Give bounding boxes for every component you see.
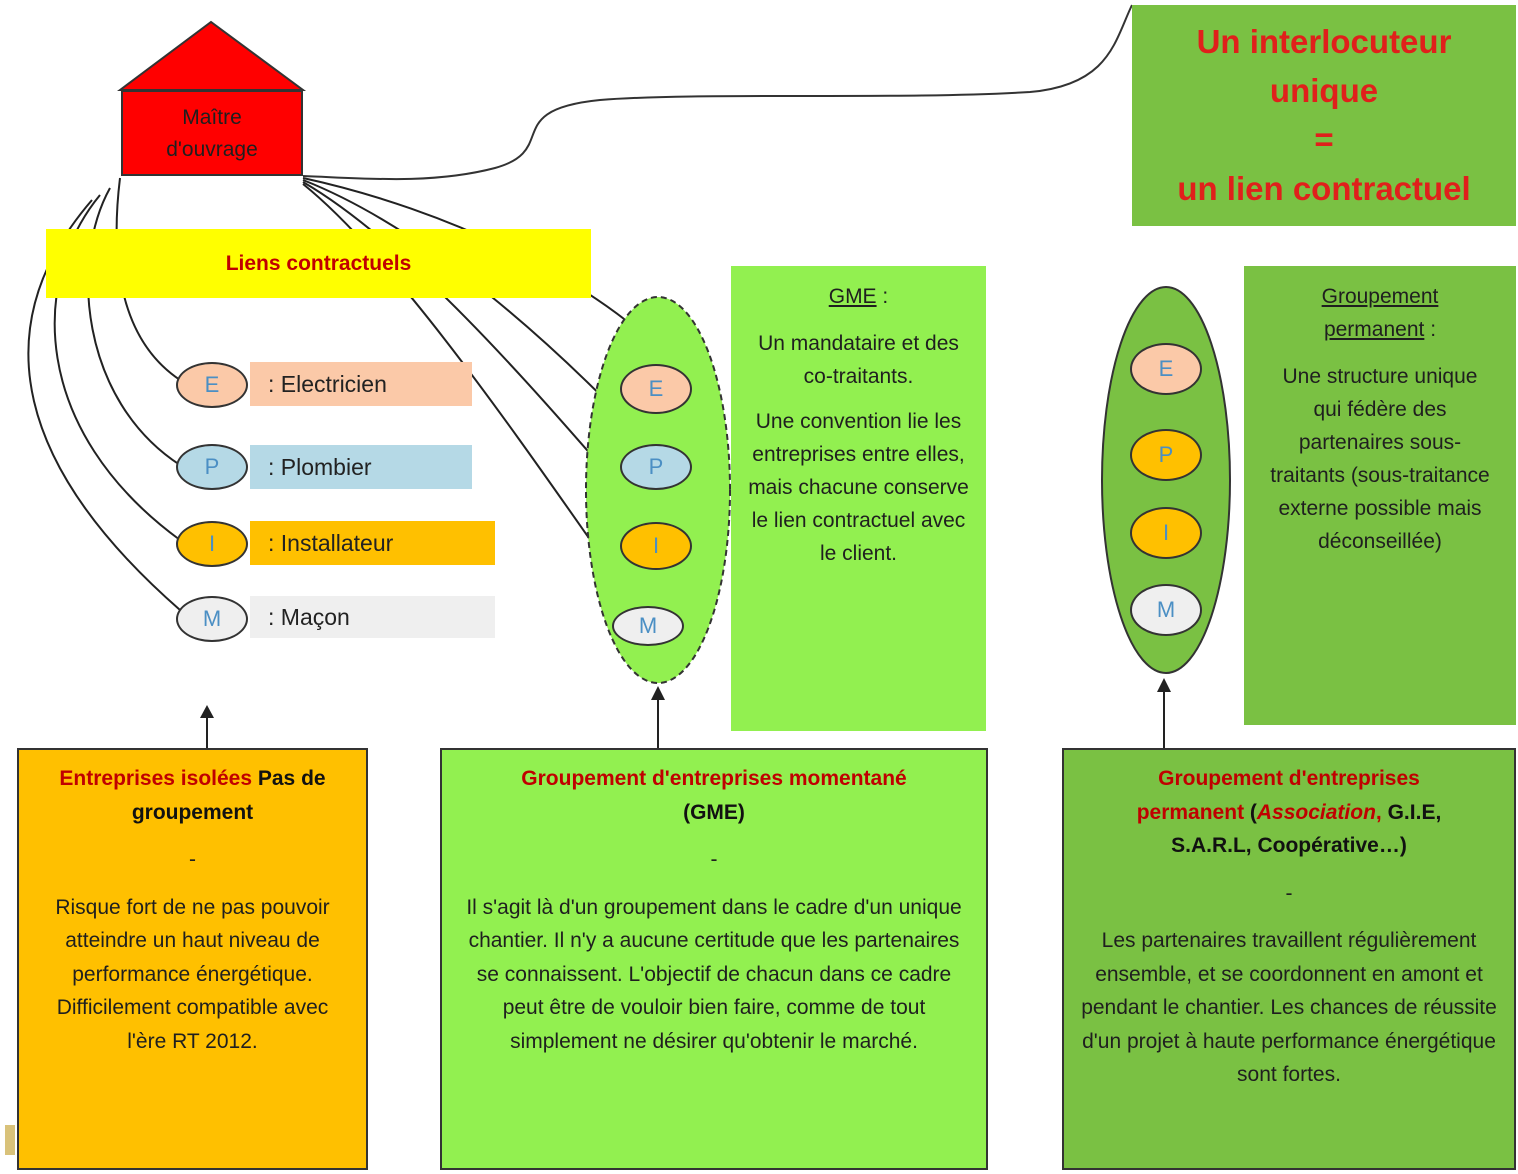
box-mid-dash: - xyxy=(710,848,718,871)
perm-bubble-i: I xyxy=(1130,507,1202,559)
box-right-title: Groupement d'entreprises permanent (Asso… xyxy=(1136,767,1442,857)
house-label-line1: Maître xyxy=(182,106,242,129)
single-link-curve xyxy=(302,4,1133,181)
perm-note-box: Groupement permanent : Une structure uni… xyxy=(1244,266,1516,725)
trade-plombier: : Plombier xyxy=(250,445,472,489)
bubble-p: P xyxy=(176,444,248,490)
gme-bubble-m: M xyxy=(612,606,684,646)
arrow-mid-head xyxy=(651,686,665,700)
interlocutor-line4: un lien contractuel xyxy=(1177,170,1471,207)
box-mid-title-black: (GME) xyxy=(683,800,745,824)
box-left-title: Entreprises isolées Pas de groupement xyxy=(59,767,326,824)
gme-bubble-p: P xyxy=(620,444,692,490)
gme-box: Groupement d'entreprises momentané (GME)… xyxy=(440,748,988,1170)
trade-installateur: : Installateur xyxy=(250,521,495,565)
gme-bubble-i: I xyxy=(620,522,692,570)
arrow-right-head xyxy=(1157,678,1171,692)
box-mid-title-red: Groupement d'entreprises momentané xyxy=(521,767,907,790)
gme-note-p1: Un mandataire et des co-traitants. xyxy=(758,332,959,388)
perm-bubble-e: E xyxy=(1130,343,1202,395)
bubble-i: I xyxy=(176,521,248,567)
gme-note-p2: Une convention lie les entreprises entre… xyxy=(748,410,969,565)
interlocutor-line1: Un interlocuteur xyxy=(1196,23,1452,60)
interlocutor-line2: unique xyxy=(1269,72,1379,109)
liens-label: Liens contractuels xyxy=(225,251,412,275)
single-interlocutor-box: Un interlocuteur unique = un lien contra… xyxy=(1132,5,1516,226)
house-label-line2: d'ouvrage xyxy=(166,138,258,161)
arrow-left-head xyxy=(200,705,214,718)
bubble-m: M xyxy=(176,596,248,642)
box-left-dash: - xyxy=(189,848,196,871)
gme-note-title-text: GME xyxy=(828,285,877,308)
interlocutor-line3: = xyxy=(1314,121,1334,158)
link-to-p xyxy=(87,187,181,466)
box-mid-body: Il s'agit là d'un groupement dans le cad… xyxy=(466,895,962,1053)
isolated-companies-box: Entreprises isolées Pas de groupement - … xyxy=(17,748,368,1170)
house-roof xyxy=(116,20,307,91)
perm-bubble-p: P xyxy=(1130,429,1202,481)
gme-note-title: GME : xyxy=(828,285,889,308)
gme-bubble-e: E xyxy=(620,364,692,414)
perm-note-title: Groupement permanent : xyxy=(1321,285,1439,341)
box-right-dash: - xyxy=(1285,881,1293,905)
permanent-group-box: Groupement d'entreprises permanent (Asso… xyxy=(1062,748,1516,1170)
box-left-body: Risque fort de ne pas pouvoir atteindre … xyxy=(55,895,330,1053)
box-right-body: Les partenaires travaillent régulièremen… xyxy=(1081,929,1497,1086)
bubble-e: E xyxy=(176,362,248,408)
edge-marker xyxy=(5,1125,15,1155)
liens-contractuels-banner: Liens contractuels xyxy=(46,229,591,298)
trade-macon: : Maçon xyxy=(250,596,495,638)
trade-electricien: : Electricien xyxy=(250,362,472,406)
perm-note-p1: Une structure unique qui fédère des part… xyxy=(1270,365,1490,553)
perm-bubble-m: M xyxy=(1130,584,1202,636)
maitre-ouvrage-house: Maître d'ouvrage xyxy=(121,90,303,176)
gme-note-box: GME : Un mandataire et des co-traitants.… xyxy=(731,266,986,731)
